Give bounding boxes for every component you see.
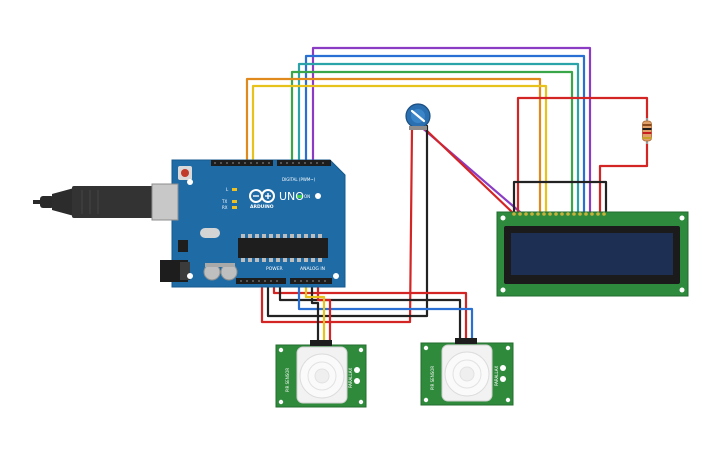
wire-pir1-black[interactable]: [310, 281, 320, 342]
lcd-pins: [512, 212, 606, 216]
pir-wires: [272, 281, 474, 342]
mount-hole: [679, 287, 685, 293]
pir-sensor-2[interactable]: PIR SENSOR PARALLAX: [420, 338, 514, 406]
on-label: ON: [304, 194, 310, 199]
wire-pot-black[interactable]: [266, 124, 429, 318]
wire-pir2-blue[interactable]: [297, 281, 474, 342]
wire-yellow[interactable]: [251, 84, 548, 214]
power-header: [236, 278, 286, 284]
mount-hole: [187, 179, 193, 185]
wire-pir1-yellow[interactable]: [304, 281, 326, 342]
pir-label-right: PARALLAX: [348, 367, 353, 388]
wire-orange[interactable]: [245, 77, 542, 214]
led-rx: [232, 206, 237, 209]
mount-hole: [500, 287, 506, 293]
wire-lcd-black-loop[interactable]: [512, 180, 608, 214]
atmega-chip: [238, 238, 328, 258]
power-label: POWER: [266, 266, 283, 272]
led-tx: [232, 200, 237, 203]
pir-pot: [500, 376, 506, 382]
led-on: [297, 195, 303, 198]
led-l: [232, 188, 237, 191]
wire-lcd-red-right[interactable]: [598, 140, 649, 214]
pir-pot: [500, 365, 506, 371]
digital-header-1: [211, 160, 273, 166]
mount-hole: [315, 193, 321, 199]
brand-label: ARDUINO: [250, 204, 274, 210]
wire-lcd-red-top[interactable]: [516, 96, 649, 214]
rx-label: RX: [222, 205, 228, 210]
tx-label: TX: [221, 199, 227, 204]
pir-label-left: PIR SENSOR: [285, 368, 290, 392]
analog-label: ANALOG IN: [300, 266, 325, 272]
potentiometer[interactable]: [405, 103, 431, 130]
lcd-signal-wires: [245, 46, 592, 214]
wire-blue[interactable]: [304, 54, 586, 214]
lcd-16x2[interactable]: [496, 211, 689, 297]
mount-hole: [500, 215, 506, 221]
wire-pot-red2[interactable]: [422, 126, 514, 214]
crystal: [200, 228, 220, 238]
wire-purple[interactable]: [311, 46, 592, 214]
resistor[interactable]: [642, 118, 652, 144]
mount-hole: [187, 273, 193, 279]
wire-pot-red[interactable]: [260, 126, 414, 324]
arduino-uno-board[interactable]: L TX RX ON ARDUINO UNO DIGITAL (PWM~) PO…: [151, 159, 346, 288]
arduino-logo: [249, 189, 275, 203]
analog-header: [290, 278, 332, 284]
model-label: UNO: [279, 190, 304, 203]
pir-pot: [354, 367, 360, 373]
l-label: L: [226, 187, 229, 192]
lcd-power-wires: [512, 96, 652, 214]
pir-pot: [354, 378, 360, 384]
mount-hole: [333, 273, 339, 279]
pir-label-left: PIR SENSOR: [430, 366, 435, 390]
pir-sensor-1[interactable]: PIR SENSOR PARALLAX: [275, 340, 367, 408]
lcd-screen: [511, 233, 673, 275]
small-ic: [178, 240, 188, 252]
pir-label-right: PARALLAX: [494, 365, 499, 386]
wire-teal[interactable]: [297, 62, 580, 214]
mount-hole: [679, 215, 685, 221]
wire-pir2-red[interactable]: [272, 281, 468, 342]
wire-pir2-black[interactable]: [278, 281, 462, 342]
wire-green[interactable]: [290, 70, 574, 214]
usb-port: [151, 183, 179, 221]
pot-wires: [260, 124, 522, 324]
digital-label: DIGITAL (PWM~): [282, 177, 316, 182]
